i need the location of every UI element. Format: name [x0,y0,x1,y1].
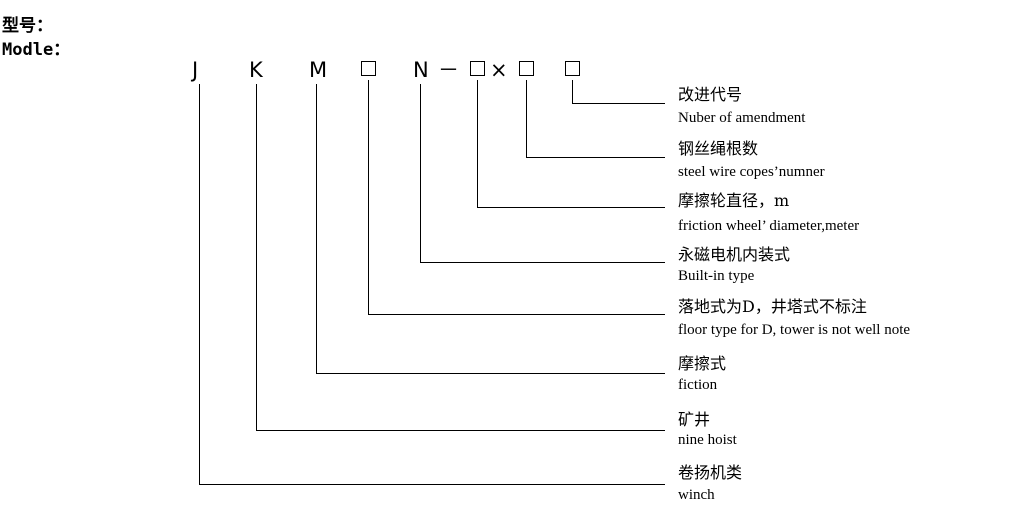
leader-line-installation [368,80,665,315]
label-builtin-en: Built-in type [678,268,755,284]
label-friction-en: fiction [678,377,718,393]
label-amendment-zh: 改进代号 [678,85,743,104]
code-letter-k: K [249,58,263,82]
leader-line-friction [316,84,665,374]
code-letter-m: M [309,58,328,82]
placeholder-box-rope-count [519,61,534,76]
model-label-zh: 型号： [2,16,53,36]
model-label-en: Modle： [2,40,71,60]
leader-line-builtin [420,84,665,263]
code-times: × [490,58,508,82]
label-builtin-zh: 永磁电机内装式 [678,245,791,264]
label-rope-count-zh: 钢丝绳根数 [678,139,759,158]
label-rope-count-en: steel wire copes’numner [678,164,825,180]
label-diameter-zh: 摩擦轮直径，m [678,191,790,210]
label-installation-zh: 落地式为D，井塔式不标注 [678,297,867,316]
placeholder-box-installation [361,61,376,76]
label-mine-zh: 矿井 [678,410,711,429]
leader-line-winch [199,84,665,485]
code-letter-n: N [413,58,429,82]
placeholder-box-diameter [470,61,485,76]
label-mine-en: nine hoist [678,432,737,448]
leader-line-mine [256,84,665,431]
label-amendment-en: Nuber of amendment [678,110,806,126]
leader-line-amendment [572,80,665,104]
label-installation-en: floor type for D, tower is not well note [678,322,911,338]
label-winch-en: winch [678,487,715,503]
placeholder-box-amendment [565,61,580,76]
label-friction-zh: 摩擦式 [678,354,727,373]
leader-line-diameter [477,80,665,208]
code-dash: － [438,58,459,82]
leader-line-rope-count [526,80,665,158]
label-diameter-en: friction wheel’ diameter,meter [678,218,860,234]
code-letter-j: J [192,58,199,82]
label-winch-zh: 卷扬机类 [678,463,743,482]
